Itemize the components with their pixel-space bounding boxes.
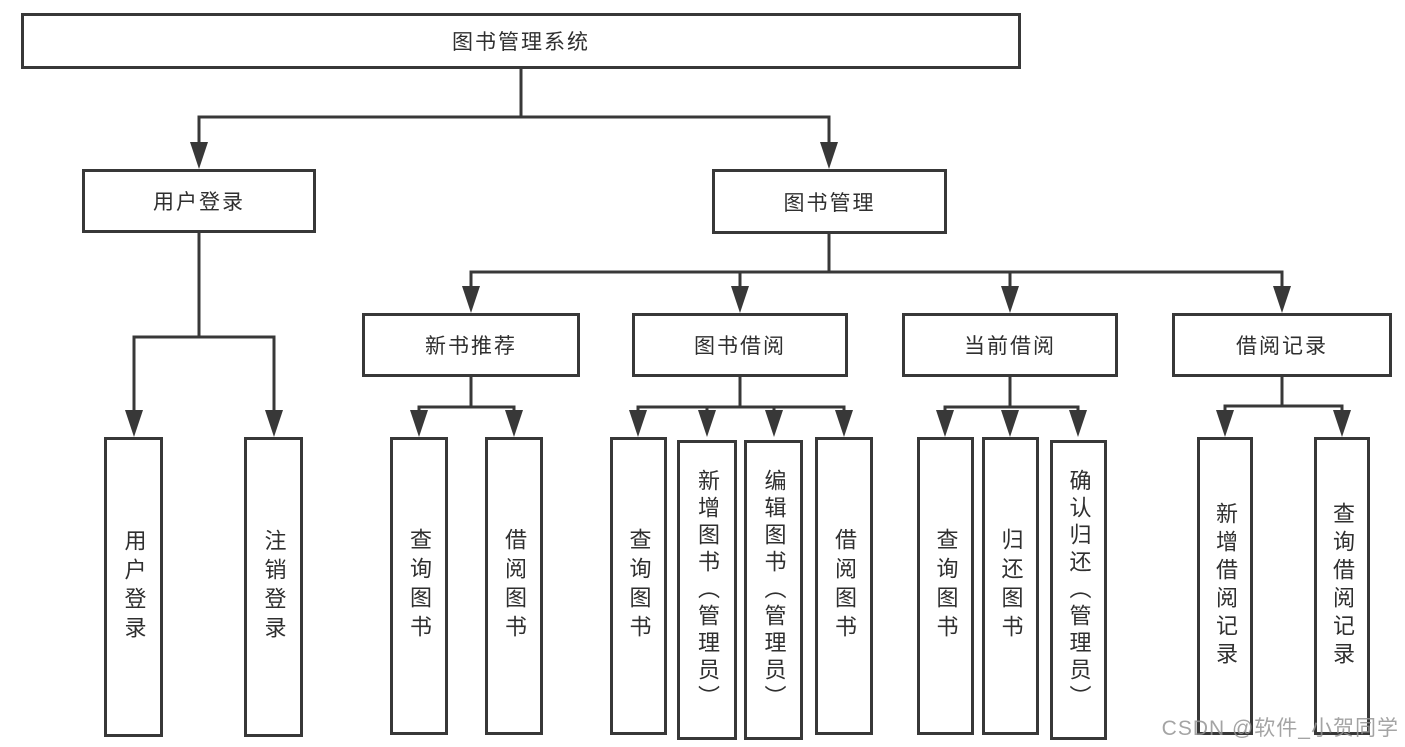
arrow-icon <box>820 142 838 169</box>
leaf-query-books-3: 查询图书 <box>917 437 974 735</box>
arrow-icon <box>1333 410 1351 437</box>
arrow-icon <box>1273 286 1291 313</box>
node-new-book-recommend: 新书推荐 <box>362 313 580 377</box>
node-borrow-records: 借阅记录 <box>1172 313 1392 377</box>
leaf-confirm-return-admin: 确认归还（管理员） <box>1050 440 1107 740</box>
connector-borrow-records-branch <box>1223 377 1344 413</box>
arrow-icon <box>125 410 143 437</box>
connector-root-to-level2 <box>197 69 831 145</box>
node-user-login: 用户登录 <box>82 169 316 233</box>
leaf-add-books-admin: 新增图书（管理员） <box>677 440 737 740</box>
arrow-icon <box>835 410 853 437</box>
arrow-icon <box>265 410 283 437</box>
node-current-borrow: 当前借阅 <box>902 313 1118 377</box>
leaf-return-books: 归还图书 <box>982 437 1039 735</box>
arrow-icon <box>936 410 954 437</box>
connector-new-book-branch <box>417 377 516 413</box>
arrow-icon <box>410 410 428 437</box>
arrow-icon <box>1069 410 1087 437</box>
connector-user-login-branch <box>132 233 276 413</box>
arrow-icon <box>1001 286 1019 313</box>
leaf-logout: 注销登录 <box>244 437 303 737</box>
csdn-watermark: CSDN @软件_小贺同学 <box>1161 717 1399 740</box>
node-book-borrow: 图书借阅 <box>632 313 848 377</box>
arrow-icon <box>765 410 783 437</box>
arrow-icon <box>698 410 716 437</box>
leaf-query-books-1: 查询图书 <box>390 437 448 735</box>
leaf-query-books-2: 查询图书 <box>610 437 667 735</box>
node-book-management: 图书管理 <box>712 169 947 234</box>
arrow-icon <box>1216 410 1234 437</box>
leaf-borrow-books-1: 借阅图书 <box>485 437 543 735</box>
arrow-icon <box>629 410 647 437</box>
leaf-add-borrow-record: 新增借阅记录 <box>1197 437 1253 735</box>
leaf-borrow-books-2: 借阅图书 <box>815 437 873 735</box>
arrow-icon <box>190 142 208 169</box>
leaf-user-login: 用户登录 <box>104 437 163 737</box>
arrow-icon <box>505 410 523 437</box>
leaf-query-borrow-record: 查询借阅记录 <box>1314 437 1370 735</box>
connector-current-borrow-branch <box>943 377 1080 413</box>
connector-book-mgmt-branch <box>469 234 1284 289</box>
arrow-icon <box>1001 410 1019 437</box>
arrow-icon <box>462 286 480 313</box>
connector-book-borrow-branch <box>636 377 846 413</box>
node-root-system: 图书管理系统 <box>21 13 1021 69</box>
arrow-icon <box>731 286 749 313</box>
leaf-edit-books-admin: 编辑图书（管理员） <box>744 440 803 740</box>
arrowheads <box>125 142 1351 437</box>
